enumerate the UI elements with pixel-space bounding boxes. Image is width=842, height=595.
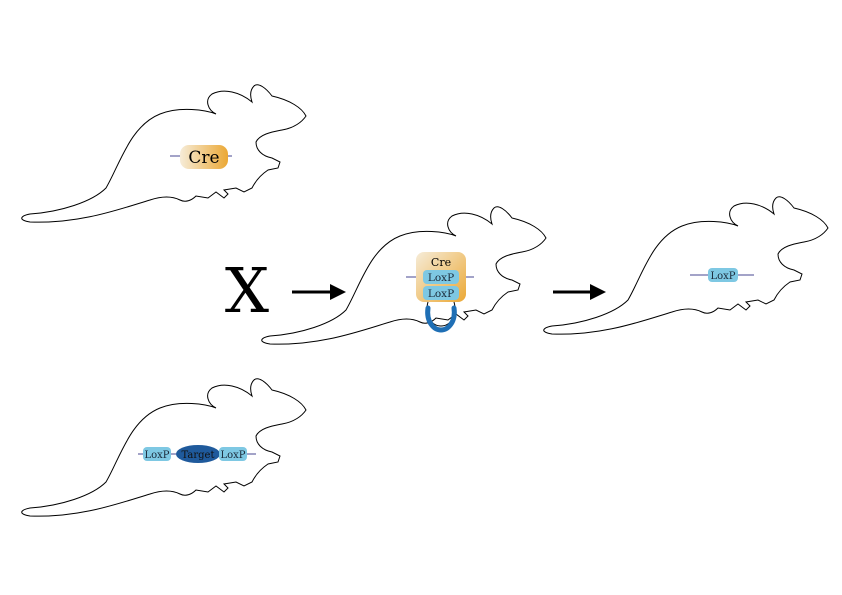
loxp-left-label: LoxP [144,450,169,461]
loxp-site-right [219,447,247,461]
cre-mouse: Cre [21,84,307,223]
target-label: Target [182,450,215,461]
right-arrow-icon [292,284,346,300]
recombination-complex: Cre LoxP LoxP [406,252,474,333]
loxp-top-label: LoxP [428,272,454,284]
loxp-site [708,268,738,282]
right-arrow-icon [553,284,606,300]
floxed-allele: LoxP Target LoxP [138,445,256,463]
loxp-right-label: LoxP [220,450,245,461]
floxed-mouse: LoxP Target LoxP [21,378,307,517]
loxp-site-bottom [423,286,459,300]
loxp-bottom-label: LoxP [428,288,454,300]
cre-label: Cre [188,148,219,168]
excised-segment-loop [425,305,457,333]
cre-gene-box [180,145,228,169]
mouse-outline-icon [261,206,547,345]
mouse-outline-icon [543,196,829,335]
cre-transgene: Cre [170,145,232,169]
loxp-site-left [143,447,171,461]
loxp-site-top [423,270,459,284]
offspring-cre-label: Cre [431,256,451,269]
offspring-mouse: Cre LoxP LoxP [261,206,547,345]
target-gene [176,445,220,463]
recombined-allele: LoxP [690,268,754,282]
cross-x-symbol: X [225,254,269,327]
result-loxp-label: LoxP [710,271,735,282]
result-mouse: LoxP [543,196,829,335]
mouse-outline-icon [21,84,307,223]
